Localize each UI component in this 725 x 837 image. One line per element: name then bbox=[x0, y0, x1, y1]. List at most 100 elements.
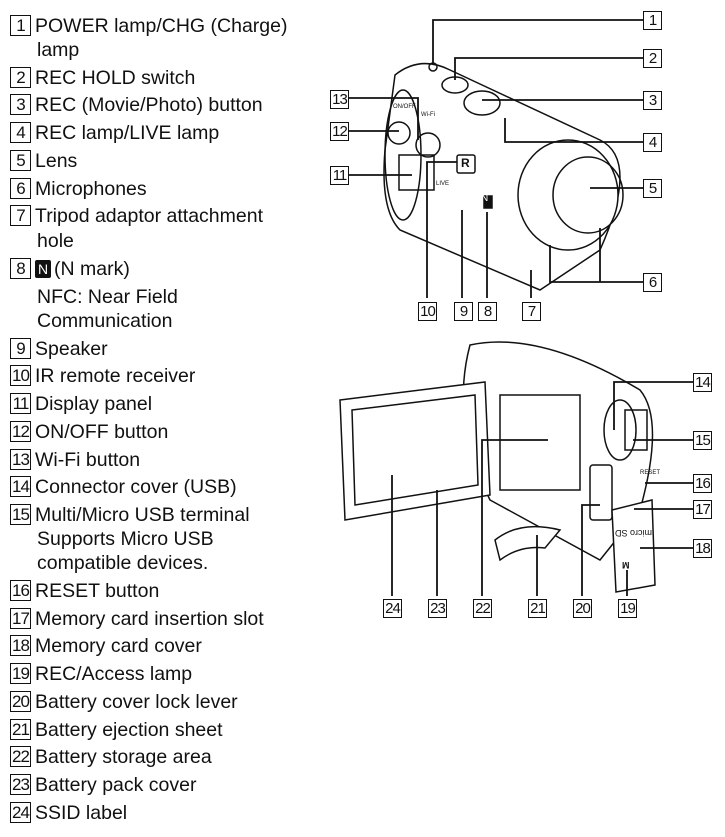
item-text: Speaker bbox=[35, 338, 108, 360]
item-number-box: 3 bbox=[10, 94, 31, 115]
callout-15: 15 bbox=[693, 431, 712, 450]
item-number-box: 15 bbox=[10, 504, 31, 525]
reset-label: RESET bbox=[640, 470, 661, 476]
callout-4: 4 bbox=[643, 133, 662, 152]
item-text: Display panel bbox=[35, 393, 153, 415]
item-number-box: 1 bbox=[10, 15, 31, 36]
item-number-box: 13 bbox=[10, 449, 31, 470]
callout-20: 20 bbox=[573, 599, 592, 618]
callout-2: 2 bbox=[643, 49, 662, 68]
callout-16: 16 bbox=[693, 474, 712, 493]
callout-12: 12 bbox=[330, 122, 349, 141]
item-text: Microphones bbox=[35, 178, 147, 200]
on-off-label: ON/OFF bbox=[393, 104, 416, 110]
item-number-box: 16 bbox=[10, 580, 31, 601]
item-number-box: 2 bbox=[10, 67, 31, 88]
callout-1: 1 bbox=[643, 11, 662, 30]
item-number-box: 10 bbox=[10, 365, 31, 386]
item-text: Communication bbox=[37, 310, 173, 332]
callout-21: 21 bbox=[528, 599, 547, 618]
item-text: hole bbox=[37, 230, 74, 252]
callout-24: 24 bbox=[383, 599, 402, 618]
item-text: Battery cover lock lever bbox=[35, 691, 238, 713]
item-text: Tripod adaptor attachment bbox=[35, 205, 263, 227]
list-item-7-line: hole bbox=[10, 229, 74, 253]
item-text: Multi/Micro USB terminal bbox=[35, 504, 250, 526]
item-text: Memory card cover bbox=[35, 635, 202, 657]
camera-front-view bbox=[383, 62, 624, 291]
item-text: POWER lamp/CHG (Charge) bbox=[35, 15, 288, 37]
item-text: SSID label bbox=[35, 802, 128, 824]
callout-8: 8 bbox=[478, 302, 497, 321]
item-text: Battery storage area bbox=[35, 746, 212, 768]
item-number-box: 5 bbox=[10, 150, 31, 171]
item-number-box: 12 bbox=[10, 421, 31, 442]
callout-13: 13 bbox=[330, 90, 349, 109]
list-item-1-line: lamp bbox=[10, 38, 79, 62]
live-label: LIVE bbox=[436, 181, 450, 187]
item-number-box: 8 bbox=[10, 258, 31, 279]
item-text: (N mark) bbox=[54, 258, 130, 280]
item-text: IR remote receiver bbox=[35, 365, 196, 387]
item-text: REC/Access lamp bbox=[35, 663, 193, 685]
list-item-15-line: compatible devices. bbox=[10, 551, 208, 575]
item-number-box: 20 bbox=[10, 691, 31, 712]
item-text: Battery pack cover bbox=[35, 774, 197, 796]
item-text: Connector cover (USB) bbox=[35, 476, 237, 498]
list-item-8-line: Communication bbox=[10, 309, 172, 333]
item-text: Lens bbox=[35, 150, 78, 172]
n-mark: N bbox=[481, 193, 489, 204]
item-number-box: 17 bbox=[10, 608, 31, 629]
item-number-box: 21 bbox=[10, 719, 31, 740]
m-label: M bbox=[622, 560, 630, 570]
callout-14: 14 bbox=[693, 373, 712, 392]
item-number-box: 23 bbox=[10, 774, 31, 795]
item-number-box: 4 bbox=[10, 122, 31, 143]
item-number-box: 14 bbox=[10, 476, 31, 497]
leader-lines bbox=[348, 19, 693, 596]
item-text: NFC: Near Field bbox=[37, 286, 178, 308]
callout-6: 6 bbox=[643, 273, 662, 292]
camera-back-view bbox=[339, 341, 656, 593]
micro-sd-label: micro SD bbox=[615, 528, 653, 538]
callout-19: 19 bbox=[618, 599, 637, 618]
item-number-box: 22 bbox=[10, 746, 31, 767]
callout-3: 3 bbox=[643, 91, 662, 110]
list-item-8-line: NFC: Near Field bbox=[10, 285, 178, 309]
item-text: Supports Micro USB bbox=[37, 528, 214, 550]
callout-23: 23 bbox=[428, 599, 447, 618]
item-number-box: 19 bbox=[10, 663, 31, 684]
item-text: REC (Movie/Photo) button bbox=[35, 94, 263, 116]
item-text: REC lamp/LIVE lamp bbox=[35, 122, 220, 144]
ir-receiver-mark: R bbox=[461, 156, 470, 170]
item-text: RESET button bbox=[35, 580, 160, 602]
callout-10: 10 bbox=[418, 302, 437, 321]
item-text: Memory card insertion slot bbox=[35, 608, 264, 630]
n-mark-icon: N bbox=[35, 260, 51, 278]
list-item-15-line: Supports Micro USB bbox=[10, 527, 214, 551]
callout-22: 22 bbox=[473, 599, 492, 618]
callout-5: 5 bbox=[643, 179, 662, 198]
callout-9: 9 bbox=[454, 302, 473, 321]
item-text: REC HOLD switch bbox=[35, 67, 196, 89]
item-number-box: 9 bbox=[10, 338, 31, 359]
